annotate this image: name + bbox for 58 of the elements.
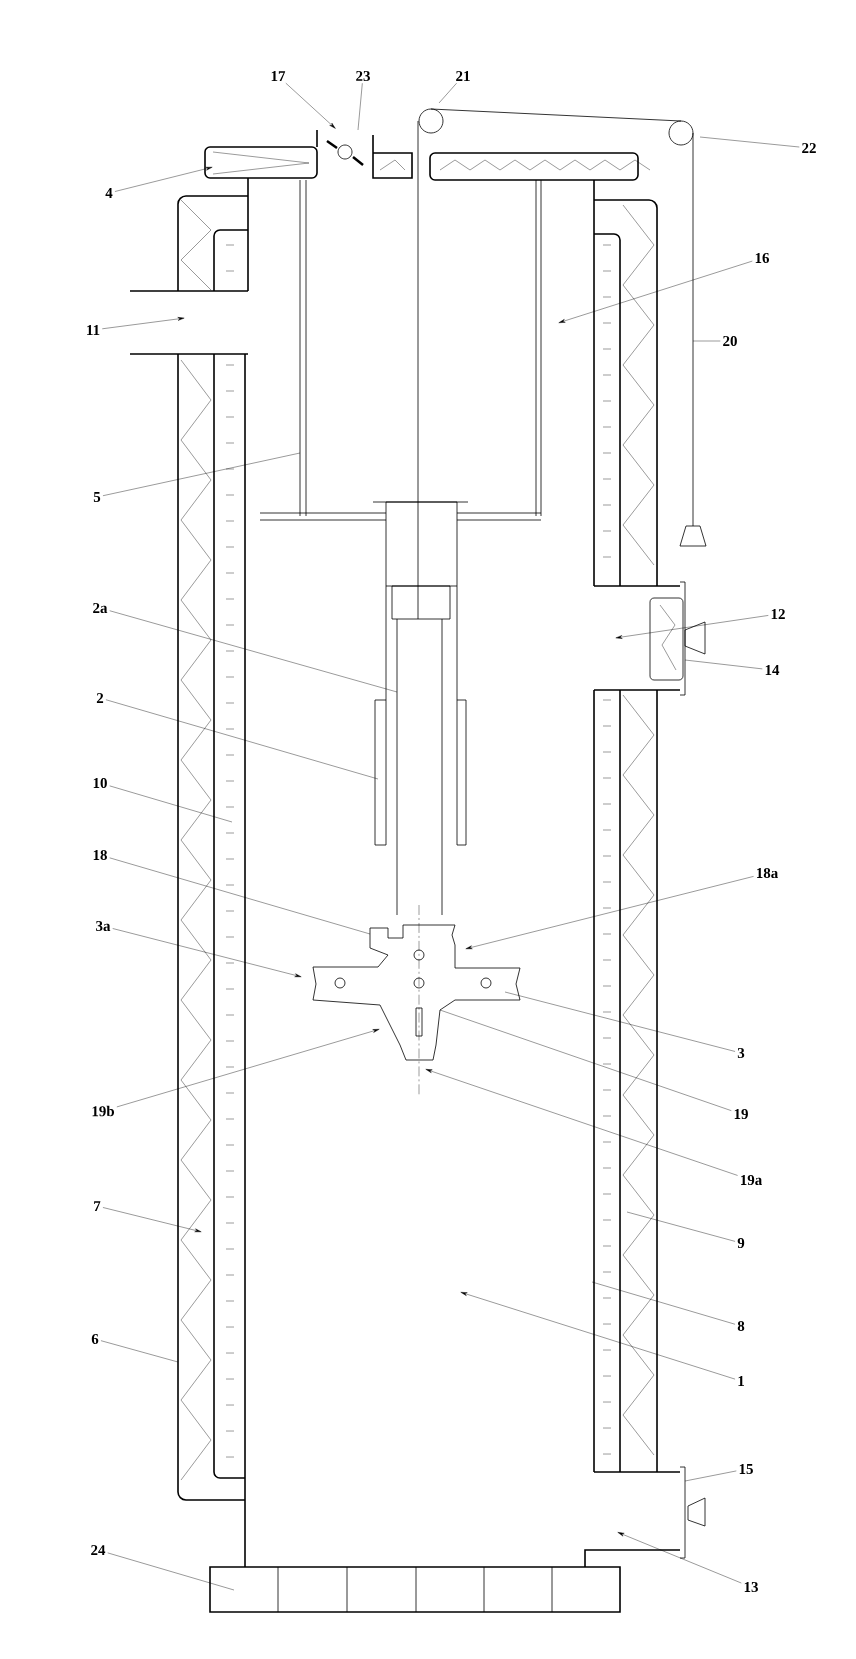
leader-line (116, 1029, 380, 1108)
callout-number: 3a (96, 921, 111, 932)
callout-number: 5 (93, 492, 101, 502)
callout-number: 2a (93, 603, 108, 613)
callout-number: 19a (741, 1175, 762, 1186)
callout-number: 1 (738, 1376, 744, 1386)
callout-number: 18a (757, 867, 778, 879)
callout-number: 6 (91, 1334, 99, 1345)
callout-number: 17 (271, 71, 286, 81)
leader-line (558, 260, 753, 323)
callout-number: 19 (734, 1109, 748, 1120)
leader-line (100, 1340, 179, 1363)
leader-line (626, 1211, 736, 1242)
leader-line (425, 1069, 738, 1176)
callout-number: 10 (93, 777, 107, 789)
callout-number: 13 (744, 1582, 758, 1593)
callout-number: 18 (93, 849, 107, 861)
callout-number: 23 (356, 71, 370, 81)
callout-number: 11 (87, 325, 100, 335)
callout-number: 9 (737, 1238, 745, 1249)
callout-number: 3 (737, 1048, 745, 1059)
leader-line (504, 991, 736, 1052)
leader-line (102, 317, 185, 329)
leader-line (699, 136, 800, 148)
leader-line (357, 83, 363, 131)
callout-number: 7 (94, 1201, 101, 1211)
callout-number: 22 (802, 143, 816, 153)
leader-line (102, 1207, 202, 1233)
leader-line (114, 167, 213, 192)
leader-line (285, 82, 336, 129)
leader-line (109, 857, 371, 935)
leader-line (107, 1552, 235, 1591)
leader-line (112, 928, 302, 977)
leader-line (460, 1292, 736, 1380)
callout-number: 2 (96, 693, 104, 703)
callout-number: 12 (771, 609, 785, 619)
callout-number: 20 (723, 335, 737, 347)
callout-number: 4 (105, 188, 113, 198)
callout-number: 8 (737, 1321, 745, 1332)
leader-line (465, 876, 754, 949)
leader-line (105, 699, 379, 780)
callout-number: 19b (92, 1105, 114, 1117)
leader-line (684, 1470, 737, 1482)
leader-line (692, 340, 721, 342)
leader-line (102, 452, 301, 496)
leader-line (591, 1281, 736, 1325)
leader-line (109, 785, 233, 823)
callout-number: 21 (456, 71, 470, 81)
callout-number: 15 (739, 1464, 753, 1474)
callout-number: 14 (765, 665, 780, 675)
callout-number: 24 (91, 1545, 106, 1555)
callout-number: 16 (755, 253, 770, 263)
leader-line (438, 82, 457, 104)
leader-line (684, 659, 763, 670)
leader-line (439, 1009, 732, 1111)
leader-line (615, 615, 769, 639)
leader-line (109, 610, 398, 693)
leader-line (617, 1532, 742, 1584)
